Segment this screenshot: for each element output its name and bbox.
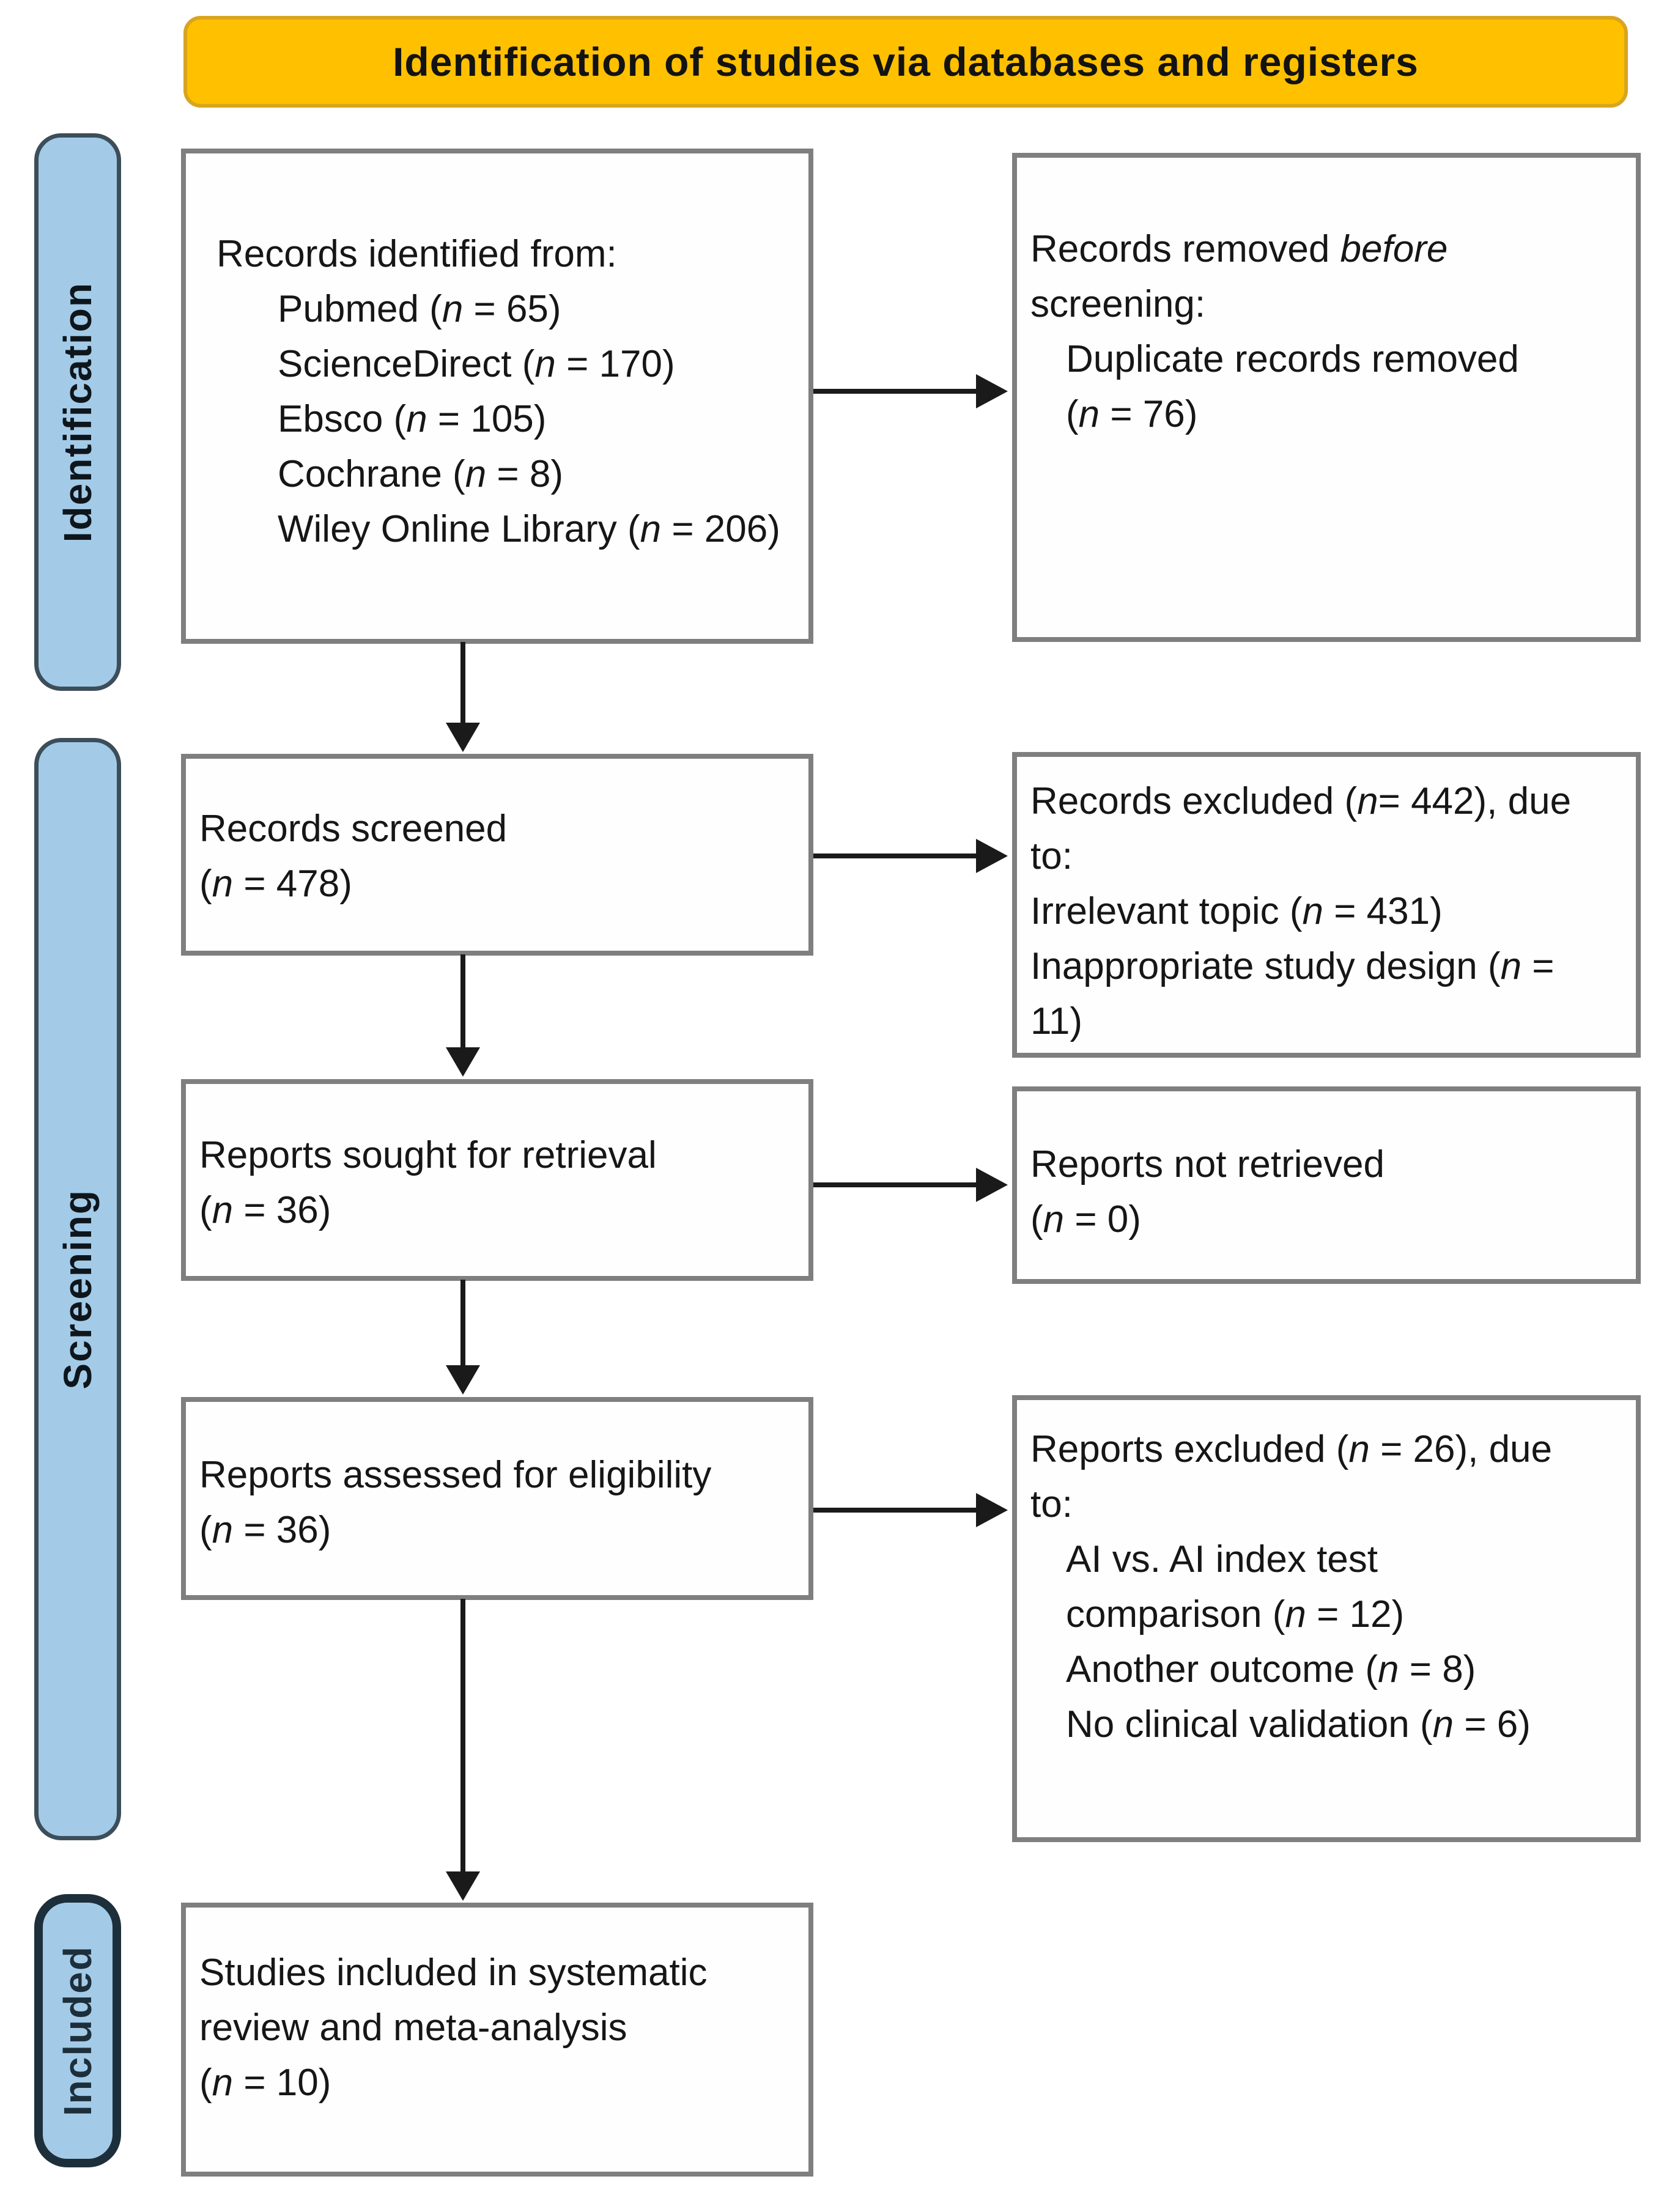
text-line: Reports assessed for eligibility [199, 1454, 712, 1496]
text-line: Pubmed (n = 65) [278, 288, 561, 330]
text-line: Wiley Online Library (n = 206) [278, 508, 780, 550]
text-line: (n = 36) [199, 1509, 331, 1551]
arrow-shaft [813, 1508, 981, 1513]
box-reports-excluded: Reports excluded (n = 26), due to: AI vs. … [1012, 1395, 1641, 1842]
arrow-head-down-icon [446, 1871, 480, 1901]
text-line: Inappropriate study design (n = [1030, 945, 1555, 987]
arrow-shaft [813, 389, 981, 394]
text-line: AI vs. AI index test [1066, 1538, 1378, 1580]
text-line: Another outcome (n = 8) [1066, 1648, 1476, 1690]
stage-label-screening: Screening [34, 738, 121, 1840]
arrow-shaft [460, 1599, 465, 1876]
text-line: Irrelevant topic (n = 431) [1030, 890, 1443, 932]
stage-label-included: Included [34, 1894, 121, 2167]
box-reports-assessed-for-eligibility: Reports assessed for eligibility (n = 36) [181, 1397, 813, 1600]
text-line: Studies included in systematic [199, 1952, 708, 1994]
box-studies-included: Studies included in systematic review and… [181, 1903, 813, 2177]
arrow-assessed-to-excluded [813, 1487, 1008, 1533]
text-line: Duplicate records removed [1066, 338, 1519, 380]
box-reports-sought-for-retrieval: Reports sought for retrieval (n = 36) [181, 1079, 813, 1281]
text-line: Records identified from: [216, 233, 617, 275]
text-line: to: [1030, 835, 1073, 877]
arrow-head-down-icon [446, 1047, 480, 1077]
arrow-screened-to-excluded [813, 833, 1008, 879]
text-line: Records removed before [1030, 228, 1448, 270]
text-line: Reports excluded (n = 26), due [1030, 1428, 1553, 1470]
arrow-head-right-icon [976, 1493, 1008, 1527]
text-line: ScienceDirect (n = 170) [278, 343, 675, 385]
text-line: review and meta-analysis [199, 2007, 627, 2049]
arrow-head-down-icon [446, 1365, 480, 1395]
banner-title: Identification of studies via databases … [393, 39, 1419, 84]
arrow-shaft [460, 1280, 465, 1370]
arrow-shaft [460, 642, 465, 728]
text-line: Cochrane (n = 8) [278, 453, 563, 495]
arrow-head-down-icon [446, 723, 480, 752]
arrow-shaft [813, 1182, 981, 1187]
text-line: (n = 0) [1030, 1198, 1141, 1241]
arrow-assessed-to-included [440, 1599, 486, 1901]
arrow-shaft [813, 853, 981, 858]
arrow-sought-to-not-retrieved [813, 1162, 1008, 1208]
text-line: (n = 478) [199, 863, 352, 905]
stage-label-text: Identification [56, 281, 100, 543]
banner: Identification of studies via databases … [183, 16, 1628, 108]
text-line: screening: [1030, 283, 1206, 325]
text-line: 11) [1030, 1000, 1083, 1042]
arrow-shaft [460, 954, 465, 1052]
stage-label-text: Screening [56, 1189, 100, 1390]
arrow-identified-to-removed [813, 368, 1008, 415]
box-records-removed-before-screening: Records removed before screening: Duplicat… [1012, 153, 1641, 642]
arrow-head-right-icon [976, 374, 1008, 408]
text-line: comparison (n = 12) [1066, 1593, 1405, 1635]
arrow-identified-to-screened [440, 642, 486, 752]
text-line: Ebsco (n = 105) [278, 398, 547, 440]
text-line: Reports sought for retrieval [199, 1134, 657, 1176]
stage-label-identification: Identification [34, 133, 121, 691]
box-records-excluded: Records excluded (n= 442), due to: Irrelev… [1012, 752, 1641, 1058]
text-line: No clinical validation (n = 6) [1066, 1703, 1531, 1746]
text-line: (n = 10) [199, 2062, 331, 2104]
text-line: Reports not retrieved [1030, 1143, 1385, 1185]
box-records-screened: Records screened (n = 478) [181, 754, 813, 956]
text-line: Records excluded (n= 442), due [1030, 780, 1572, 822]
text-line: Records screened [199, 808, 508, 850]
stage-label-text: Included [56, 1945, 100, 2117]
box-reports-not-retrieved: Reports not retrieved (n = 0) [1012, 1086, 1641, 1284]
text-line: (n = 76) [1066, 393, 1198, 435]
arrow-head-right-icon [976, 1168, 1008, 1202]
text-line: to: [1030, 1483, 1073, 1525]
box-records-identified: Records identified from: Pubmed (n = 65) S… [181, 149, 813, 644]
arrow-screened-to-sought [440, 954, 486, 1077]
text-line: (n = 36) [199, 1189, 331, 1231]
arrow-sought-to-assessed [440, 1280, 486, 1395]
arrow-head-right-icon [976, 839, 1008, 873]
